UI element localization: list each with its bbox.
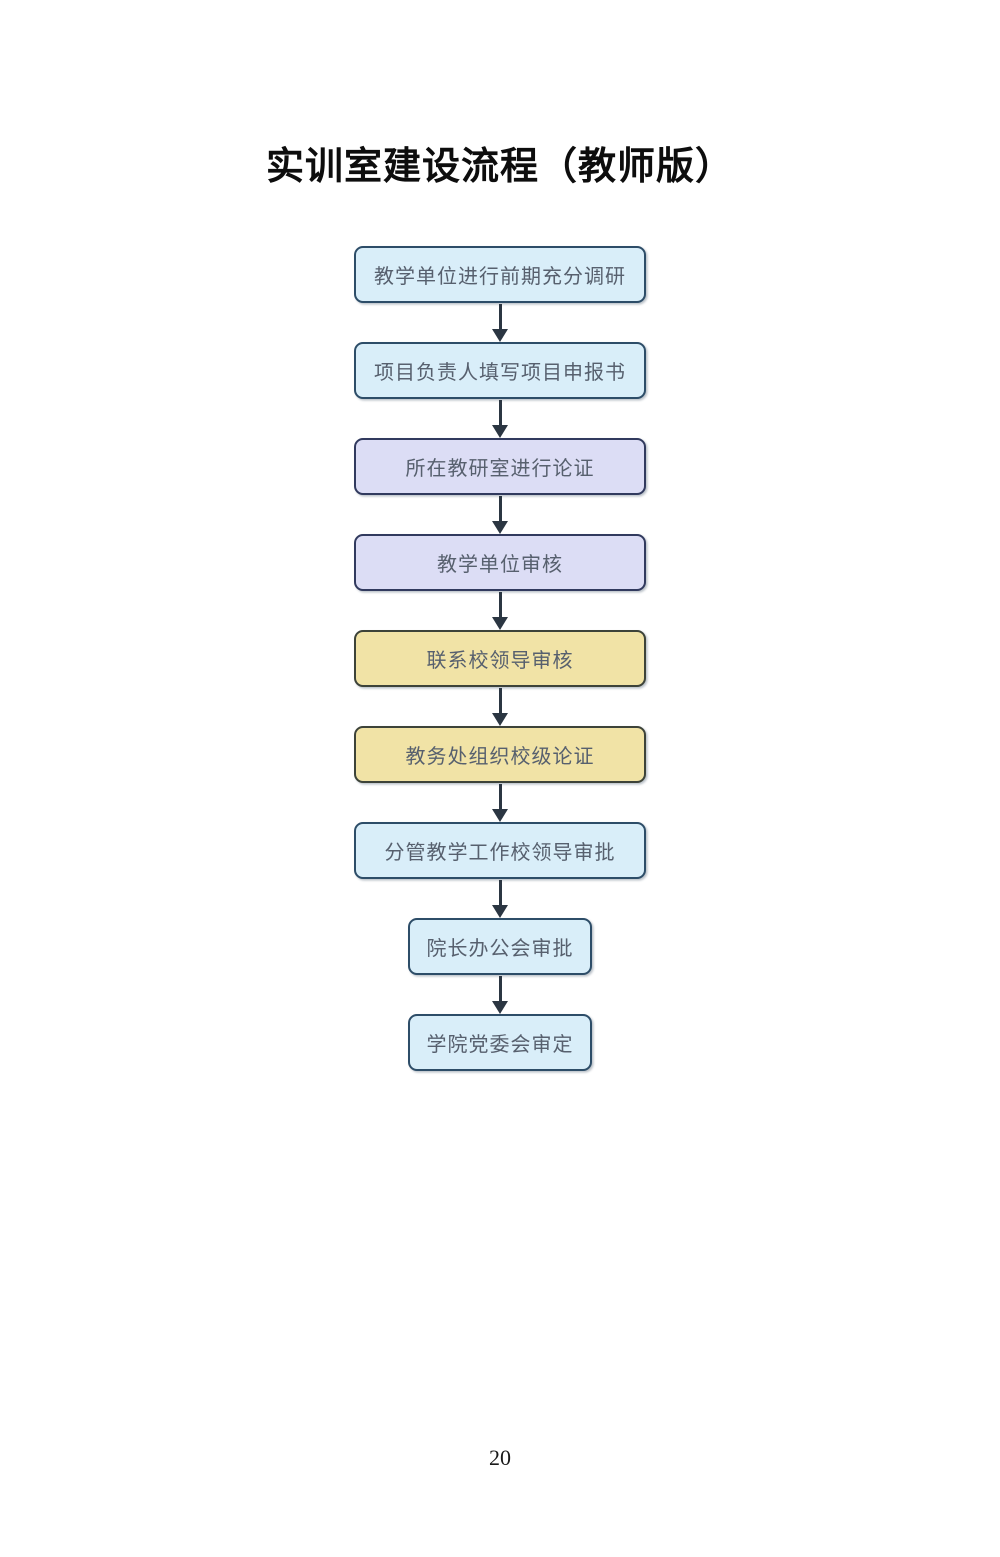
down-arrow-icon [492,495,508,535]
page-number: 20 [489,1445,511,1470]
flowchart: 教学单位进行前期充分调研 项目负责人填写项目申报书 所在教研室进行论证 教学单位… [0,246,1000,1072]
flow-step: 学院党委会审定 [408,1014,592,1072]
arrow-head [492,329,508,343]
down-arrow-icon [492,879,508,919]
arrow-head [492,1001,508,1015]
arrow-head [492,713,508,727]
flow-step: 分管教学工作校领导审批 [354,822,646,919]
arrow-head [492,809,508,823]
arrow-head [492,425,508,439]
arrow-stem [498,496,502,522]
flow-step-box: 所在教研室进行论证 [354,438,646,496]
down-arrow-icon [492,783,508,823]
arrow-head [492,617,508,631]
page-title: 实训室建设流程（教师版） [265,146,734,188]
arrow-stem [498,688,502,714]
down-arrow-icon [492,591,508,631]
flow-step-box: 项目负责人填写项目申报书 [354,342,646,400]
down-arrow-icon [492,975,508,1015]
flow-step-label: 项目负责人填写项目申报书 [374,362,626,385]
arrow-stem [498,784,502,810]
arrow-stem [498,400,502,426]
flow-step-box: 学院党委会审定 [408,1014,592,1072]
flow-step-box: 教务处组织校级论证 [354,726,646,784]
flow-step-box: 分管教学工作校领导审批 [354,822,646,880]
arrow-stem [498,880,502,906]
flow-step-label: 学院党委会审定 [426,1034,574,1057]
flow-step-label: 分管教学工作校领导审批 [384,842,616,865]
flow-step-label: 所在教研室进行论证 [405,458,595,481]
arrow-stem [498,976,502,1002]
document-page: 实训室建设流程（教师版） 教学单位进行前期充分调研 项目负责人填写项目申报书 所… [0,142,1000,1557]
flow-step-box: 院长办公会审批 [408,918,592,976]
down-arrow-icon [492,687,508,727]
arrow-head [492,905,508,919]
flow-step: 项目负责人填写项目申报书 [354,342,646,439]
arrow-stem [498,304,502,330]
down-arrow-icon [492,399,508,439]
flow-step-label: 院长办公会审批 [426,938,574,961]
arrow-stem [498,592,502,618]
flow-step-box: 教学单位进行前期充分调研 [354,246,646,304]
flow-step: 所在教研室进行论证 [354,438,646,535]
flow-step-label: 联系校领导审核 [426,650,574,673]
flow-step: 院长办公会审批 [408,918,592,1015]
flow-step-box: 联系校领导审核 [354,630,646,688]
arrow-head [492,521,508,535]
flow-step-label: 教务处组织校级论证 [405,746,595,769]
down-arrow-icon [492,303,508,343]
flow-step: 联系校领导审核 [354,630,646,727]
flow-step: 教务处组织校级论证 [354,726,646,823]
flow-step: 教学单位进行前期充分调研 [354,246,646,343]
flow-step-label: 教学单位进行前期充分调研 [374,266,626,289]
flow-step-label: 教学单位审核 [437,554,563,577]
flow-step-box: 教学单位审核 [354,534,646,592]
flow-step: 教学单位审核 [354,534,646,631]
